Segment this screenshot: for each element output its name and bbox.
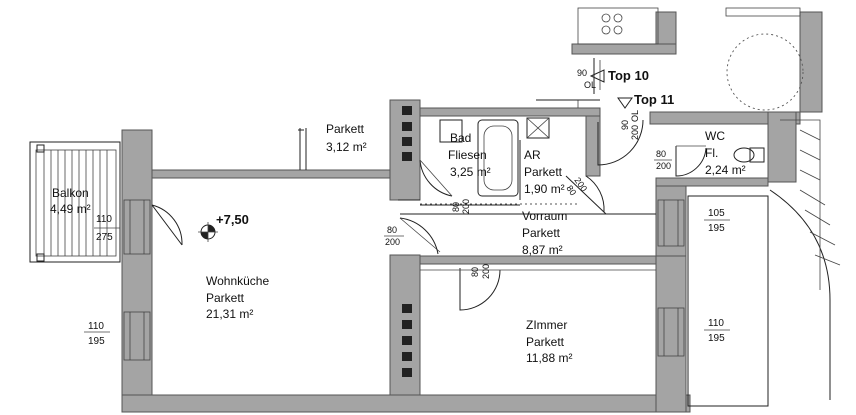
toilet-icon	[733, 147, 765, 163]
door-top10-width: 90	[577, 68, 587, 78]
wall-bath-top	[419, 107, 601, 117]
neighbour-area	[577, 7, 841, 407]
door-entry-height: 200	[630, 125, 640, 140]
fixtures	[299, 117, 765, 197]
door-wc-height: 200	[656, 161, 671, 171]
vorraum-window-width: 105	[708, 208, 725, 219]
vorraum-area: 8,87 m²	[522, 243, 563, 257]
door-bad-height: 200	[461, 199, 471, 214]
bathtub-icon	[477, 119, 519, 197]
wall-right-column	[655, 185, 687, 257]
wall-bottom-outer	[121, 394, 691, 413]
wall-vorraum-bottom	[419, 255, 657, 265]
ar-floor: Parkett	[524, 165, 563, 179]
unit-labels: Top 10 Top 11	[608, 68, 674, 107]
parkett-small-area: 3,12 m²	[326, 140, 367, 154]
door-entry-width: 90	[620, 120, 630, 130]
door-zimmer-width: 80	[470, 267, 480, 277]
parkett-small-name: Parkett	[326, 122, 365, 136]
wall-wc-bottom	[655, 177, 769, 187]
top11-label: Top 11	[634, 92, 674, 107]
wall-ar-right	[585, 115, 601, 177]
doors	[151, 119, 707, 311]
bad-area: 3,25 m²	[450, 165, 491, 179]
zimmer-window-width: 110	[708, 318, 724, 329]
windows	[123, 199, 685, 361]
door-ar-width: 80	[564, 183, 578, 197]
wohnkueche-floor: Parkett	[206, 291, 245, 305]
zimmer-area: 11,88 m²	[526, 351, 572, 365]
dim-lines	[84, 159, 730, 333]
wall-top-right-b	[799, 11, 823, 113]
vorraum-floor: Parkett	[522, 226, 561, 240]
top10-marker-icon	[589, 69, 605, 83]
elevation-label: +7,50	[216, 212, 249, 227]
wall-left-outer	[121, 129, 153, 413]
wc-floor: Fl.	[705, 146, 718, 160]
wc-name: WC	[705, 129, 725, 143]
sink-icon	[439, 119, 463, 143]
door-bad-width: 80	[451, 202, 461, 212]
balkon-area: 4,49 m²	[50, 202, 91, 216]
elevation-marker-icon	[198, 222, 218, 242]
wohnkueche-name: Wohnküche	[206, 274, 269, 288]
vorraum-window-height: 195	[708, 223, 725, 234]
wall-kitchen-top	[151, 169, 391, 179]
balkon-name: Balkon	[52, 186, 89, 200]
door-zimmer-height: 200	[481, 264, 491, 279]
ar-name: AR	[524, 148, 541, 162]
door-entry-suffix: OL	[630, 110, 640, 122]
wc-area: 2,24 m²	[705, 163, 746, 177]
door-left-height: 200	[385, 237, 400, 247]
unit-markers	[589, 58, 633, 109]
shaft-vents	[402, 106, 412, 377]
bad-floor: Fliesen	[448, 148, 487, 162]
door-wc-width: 80	[656, 149, 666, 159]
wall-wc-right	[767, 111, 797, 183]
wall-wc-top	[649, 111, 801, 125]
balkon-door-height: 275	[96, 232, 113, 243]
boiler-icon	[526, 117, 550, 139]
wall-right-outer	[655, 254, 687, 413]
balkon-door-width: 110	[96, 214, 112, 225]
top10-label: Top 10	[608, 68, 649, 83]
vorraum-name: Vorraum	[522, 209, 567, 223]
dimension-labels: 110 275 110 195 110 195 105 195 80 200 8…	[88, 68, 725, 347]
zimmer-window-height: 195	[708, 333, 725, 344]
balcony	[29, 141, 121, 263]
bad-name: Bad	[450, 131, 471, 145]
interior-lines	[298, 99, 656, 271]
room-labels: Balkon 4,49 m² Parkett 3,12 m² Bad Flies…	[50, 122, 746, 365]
zimmer-floor: Parkett	[526, 335, 565, 349]
wall-top-right-c	[571, 43, 677, 55]
wohn-window-width: 110	[88, 321, 104, 332]
wall-shaft	[389, 99, 421, 201]
wohnkueche-area: 21,31 m²	[206, 307, 253, 321]
zimmer-name: ZImmer	[526, 318, 567, 332]
top11-marker-icon	[617, 97, 633, 109]
wohn-window-height: 195	[88, 336, 105, 347]
door-left-width: 80	[387, 225, 397, 235]
balcony-hatching	[43, 150, 108, 256]
door-top10-suffix: OL	[584, 80, 596, 90]
ar-area: 1,90 m²	[524, 182, 565, 196]
